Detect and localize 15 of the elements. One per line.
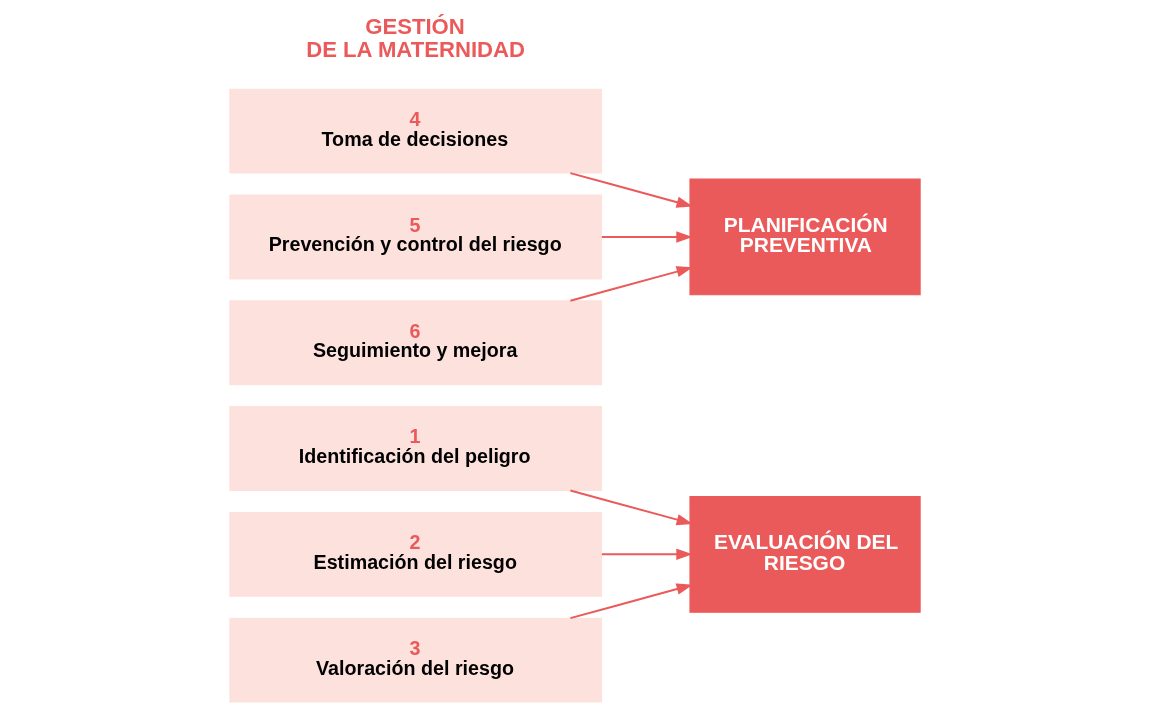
arrow [569,172,693,208]
arrow [600,548,693,561]
arrow [569,583,693,620]
arrow [600,231,693,243]
node-box: PLANIFICACIÓN PREVENTIVA [689,178,921,296]
node-box: 2 Estimación del riesgo [229,511,603,597]
node-box: 5 Prevención y control del riesgo [229,194,603,280]
arrow [569,489,693,526]
node-box: 1 Identificación del peligro [229,406,603,491]
node-box: 4 Toma de decisiones [229,88,603,174]
label: GESTIÓN DE LA MATERNIDAD [306,14,525,62]
node-box: EVALUACIÓN DEL RIESGO [689,495,921,613]
node-box: 3 Valoración del riesgo [229,617,603,703]
node-box: 6 Seguimiento y mejora [229,300,603,386]
arrow [569,266,693,302]
